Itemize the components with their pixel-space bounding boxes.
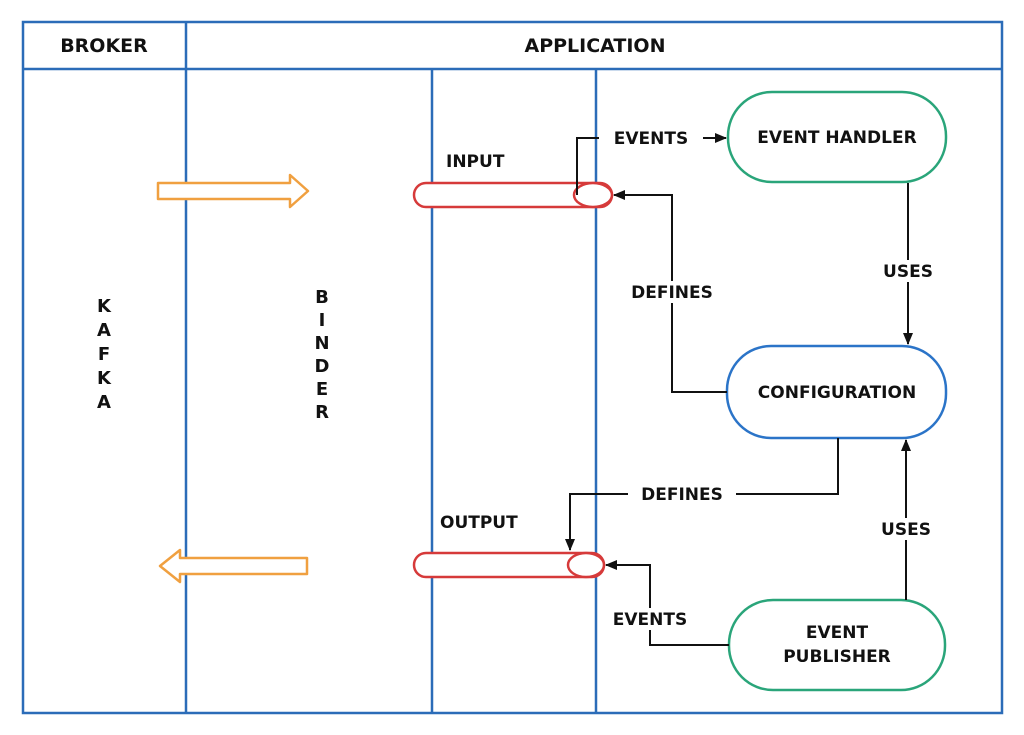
publisher-uses-config-label: USES [881, 520, 931, 540]
config-defines-input-label-bg [617, 281, 727, 303]
publisher-events-output-label-bg [600, 608, 700, 630]
configuration-label: CONFIGURATION [758, 383, 916, 403]
output-channel-label: OUTPUT [440, 513, 518, 533]
kafka-to-binder-arrow [156, 173, 310, 209]
output-channel-cap [566, 551, 606, 579]
binder-to-kafka-arrow [158, 548, 309, 584]
broker-lane-header: BROKER [60, 35, 148, 57]
publisher-events-output-label: EVENTS [613, 610, 687, 630]
handler-uses-config-label-bg [876, 260, 940, 282]
config-defines-output-label-bg [628, 483, 736, 505]
events-to-handler-label-bg [599, 127, 703, 149]
config-defines-output-label: DEFINES [641, 485, 723, 505]
publisher-uses-config-label-bg [872, 518, 940, 540]
handler-uses-config-label: USES [883, 262, 933, 282]
events-to-handler-label: EVENTS [614, 129, 688, 149]
publisher-events-output-connector [605, 560, 729, 646]
input-channel-cap [572, 181, 614, 209]
config-defines-input-label: DEFINES [631, 283, 713, 303]
event-handler-label: EVENT HANDLER [757, 128, 916, 148]
input-channel-label: INPUT [446, 152, 505, 172]
diagram-frame [21, 20, 1004, 715]
event-publisher-label-line2: PUBLISHER [783, 647, 891, 667]
event-publisher-node [727, 598, 947, 692]
event-handler-node [726, 90, 948, 184]
application-lane-header: APPLICATION [525, 35, 666, 57]
event-publisher-label-line1: EVENT [806, 623, 869, 643]
